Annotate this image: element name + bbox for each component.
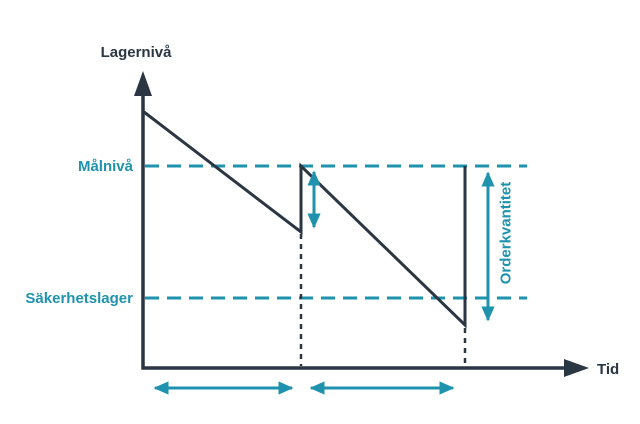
inventory-level-line [143, 110, 467, 329]
y-axis-arrowhead-icon [134, 71, 152, 96]
target-level-label: Målnivå [78, 158, 134, 175]
y-axis-label: Lagernivå [101, 44, 173, 61]
x-axis-arrowhead-icon [564, 359, 589, 377]
safety-stock-label: Säkerhetslager [25, 290, 133, 307]
order-quantity-label: Orderkvantitet [498, 182, 515, 285]
x-axis-label: Tid [597, 361, 619, 378]
